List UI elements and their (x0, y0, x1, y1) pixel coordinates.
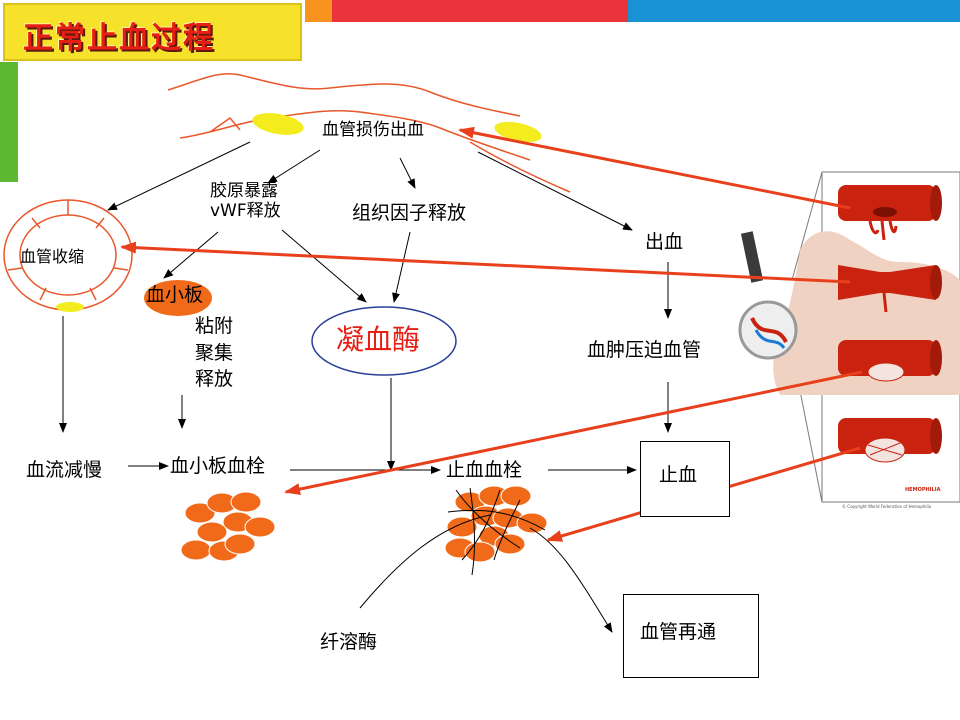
label-adhesion: 粘附 (195, 315, 234, 337)
label-fibrinolysin: 纤溶酶 (320, 631, 378, 653)
arrow-injury-to-collagen (267, 149, 321, 184)
hemostatic-plug-cluster (444, 485, 548, 563)
label-coagulase: 凝血酶 (336, 323, 421, 356)
arrow-vwf-to-coagulase (281, 229, 367, 303)
label-release: 释放 (195, 368, 234, 391)
label-hemostasis: 止血 (659, 464, 698, 486)
top-band-orange (305, 0, 332, 22)
vessel-platelet-plug (838, 340, 942, 382)
red-arrow-to-injury (458, 126, 851, 210)
arrow-collagen-to-platelet (163, 231, 219, 279)
illustration-panel (738, 171, 960, 503)
label-platelet: 血小板 (146, 284, 204, 306)
hemostasis-box: 止血 (640, 441, 730, 517)
needle-handle (740, 231, 764, 283)
top-band-red (332, 0, 628, 22)
vessel-constricted (838, 265, 942, 313)
vasoconstriction-ring (3, 199, 133, 311)
hemophilia-logo-text: HEMOPHILIA (905, 487, 941, 493)
vessel-fat-cell-right (494, 121, 542, 143)
side-accent-bar (0, 62, 18, 182)
red-arrow-to-platelet-plug (284, 370, 863, 496)
vessel-fat-cell-left (252, 113, 304, 135)
label-recanalization: 血管再通 (640, 621, 717, 643)
label-tissue-factor: 组织因子释放 (352, 202, 467, 224)
arrow-injury-to-bleeding (477, 151, 633, 231)
platelet-plug-cluster (180, 491, 276, 562)
label-collagen-vwf: 胶原暴露 vWF释放 (210, 181, 281, 222)
label-hematoma: 血肿压迫血管 (587, 339, 702, 361)
top-band-blue (628, 0, 960, 22)
vessel-bleeding (838, 185, 942, 241)
fibrin-strands (447, 487, 546, 576)
label-aggregation: 聚集 (195, 341, 234, 364)
label-injury: 血管损伤出血 (322, 120, 424, 140)
label-bleeding: 出血 (645, 231, 684, 253)
arrow-injury-to-tissue (399, 157, 416, 189)
coagulase-ellipse (311, 306, 457, 376)
label-vwf: vWF释放 (210, 201, 281, 222)
fibrinolysis-curve-left (359, 514, 491, 609)
copyright-text: © Copyright World Federation of Hemophil… (842, 504, 932, 509)
label-platelet-plug: 血小板血栓 (170, 455, 266, 477)
label-platelet-actions: 粘附 聚集 释放 (195, 313, 233, 393)
label-hemostatic-plug: 止血血栓 (446, 459, 523, 481)
title-box: 正常止血过程 (3, 3, 302, 61)
red-arrow-to-constriction (120, 241, 851, 284)
arrow-injury-to-constriction (107, 141, 251, 211)
label-vasoconstriction: 血管收缩 (20, 247, 85, 266)
label-slow-flow: 血流减慢 (26, 459, 103, 481)
arrow-tissue-to-coagulase (392, 231, 411, 303)
fibrinolysis-curve-right (529, 527, 613, 633)
label-collagen: 胶原暴露 (210, 181, 278, 201)
recanalization-box: 血管再通 (623, 594, 759, 678)
ring-fat-cell (56, 302, 84, 312)
slide-title: 正常止血过程 (23, 21, 215, 56)
vessel-fibrin-plug (838, 418, 942, 463)
platelet-blob (144, 280, 212, 316)
